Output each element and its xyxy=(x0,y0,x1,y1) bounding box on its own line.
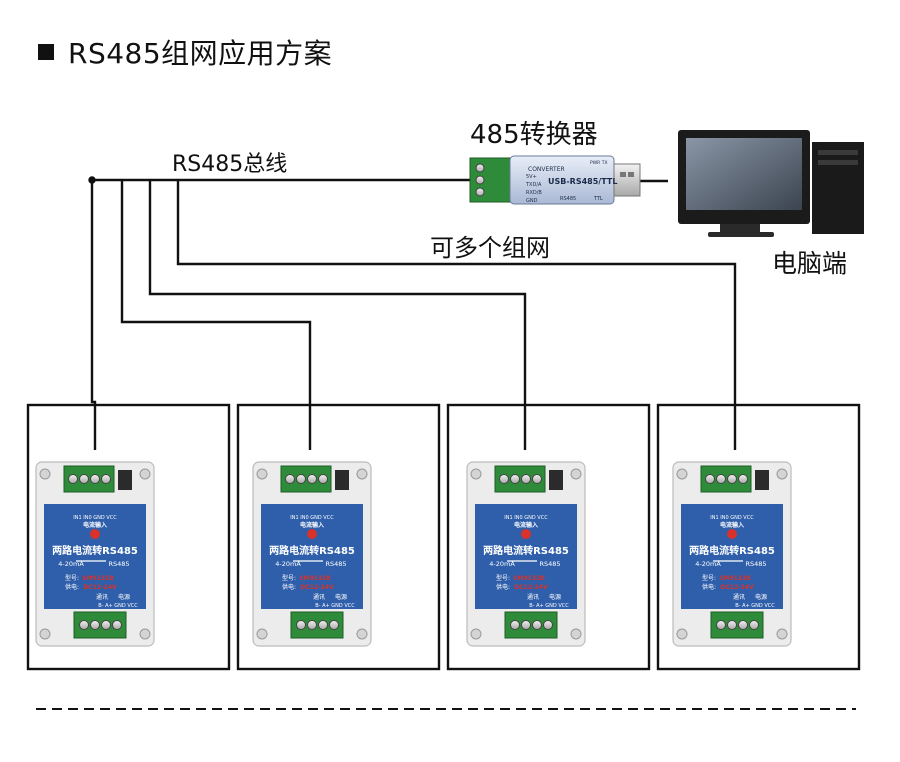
module-3-power: DC12-24V xyxy=(514,584,548,591)
bus-wiring xyxy=(88,176,737,450)
module-3-name: 两路电流转RS485 xyxy=(483,544,569,557)
converter-model: USB-RS485/TTL xyxy=(548,177,617,186)
module-2-input-header: IN1 IN0 GND VCC xyxy=(290,515,334,521)
module-3-bottom-header: B- A+ GND VCC xyxy=(529,603,569,609)
module-2-bottom-header: B- A+ GND VCC xyxy=(315,603,355,609)
pc-icon xyxy=(678,130,864,237)
module-frame-3 xyxy=(446,403,651,671)
converter-tag-3: RS485 xyxy=(560,196,576,202)
module-1-input-label: 电流输入 xyxy=(83,521,107,529)
module-2-protocol: RS485 xyxy=(325,560,346,568)
converter-tag-2: TTL xyxy=(593,196,603,202)
module-2-power-label: 供电: xyxy=(282,583,296,591)
module-3-range: 4-20mA xyxy=(489,560,515,568)
module-3-power-section-label: 电源 xyxy=(549,593,561,601)
module-2-power: DC12-24V xyxy=(300,584,334,591)
module-1-input-header: IN1 IN0 GND VCC xyxy=(73,515,117,521)
module-4-model-label: 型号: xyxy=(702,574,716,582)
module-3-protocol: RS485 xyxy=(539,560,560,568)
module-1-protocol: RS485 xyxy=(108,560,129,568)
module-2-power-section-label: 电源 xyxy=(335,593,347,601)
pc-label: 电脑端 xyxy=(772,249,848,278)
module-1-model-label: 型号: xyxy=(65,574,79,582)
module-2-comm-label: 通讯 xyxy=(313,593,325,601)
converter-pin-1: 5V+ xyxy=(526,174,537,180)
module-1-name: 两路电流转RS485 xyxy=(52,544,138,557)
multi-network-label: 可多个组网 xyxy=(430,234,550,262)
page-title: RS485组网应用方案 xyxy=(68,37,333,70)
usb-converter-icon xyxy=(469,155,641,205)
module-1-model: SM9132B xyxy=(82,575,114,582)
module-1-power: DC12-24V xyxy=(83,584,117,591)
module-2-range: 4-20mA xyxy=(275,560,301,568)
module-4-model: SM9132B xyxy=(719,575,751,582)
bus-drop-3 xyxy=(148,180,527,450)
title-block: RS485组网应用方案 xyxy=(38,32,332,72)
bus-drop-4 xyxy=(176,180,737,450)
converter-brand: CONVERTER xyxy=(528,166,565,173)
bus-drop-2 xyxy=(120,180,312,450)
module-4-power-label: 供电: xyxy=(702,583,716,591)
converter-label: 485转换器 xyxy=(470,120,598,150)
module-frame-1 xyxy=(26,403,231,671)
module-2-model: SM9132B xyxy=(299,575,331,582)
module-1-power-section-label: 电源 xyxy=(118,593,130,601)
module-4-bottom-header: B- A+ GND VCC xyxy=(735,603,775,609)
converter-pin-2: TXD/A xyxy=(525,182,542,188)
converter-tag-1: PWR TX xyxy=(590,160,608,166)
module-4-protocol: RS485 xyxy=(745,560,766,568)
module-3-input-label: 电流输入 xyxy=(514,521,538,529)
module-4-power: DC12-24V xyxy=(720,584,754,591)
module-3-model-label: 型号: xyxy=(496,574,510,582)
title-bullet-icon xyxy=(38,44,54,60)
module-1-comm-label: 通讯 xyxy=(96,593,108,601)
bus-label: RS485总线 xyxy=(172,152,288,177)
module-2-input-label: 电流输入 xyxy=(300,521,324,529)
module-4-power-section-label: 电源 xyxy=(755,593,767,601)
module-3-power-label: 供电: xyxy=(496,583,510,591)
module-frame-2 xyxy=(236,403,441,671)
module-4-range: 4-20mA xyxy=(695,560,721,568)
module-4-comm-label: 通讯 xyxy=(733,593,745,601)
module-1-power-label: 供电: xyxy=(65,583,79,591)
module-3-model: SM9132B xyxy=(513,575,545,582)
module-3-comm-label: 通讯 xyxy=(527,593,539,601)
module-3-input-header: IN1 IN0 GND VCC xyxy=(504,515,548,521)
module-frame-4 xyxy=(656,403,861,671)
converter-pin-3: RXD/B xyxy=(526,190,542,196)
module-2-name: 两路电流转RS485 xyxy=(269,544,355,557)
module-4-input-label: 电流输入 xyxy=(720,521,744,529)
converter-pin-4: GND xyxy=(526,198,538,204)
module-1-bottom-header: B- A+ GND VCC xyxy=(98,603,138,609)
bus-drop-1 xyxy=(90,180,97,450)
module-4-input-header: IN1 IN0 GND VCC xyxy=(710,515,754,521)
module-2-model-label: 型号: xyxy=(282,574,296,582)
module-4-name: 两路电流转RS485 xyxy=(689,544,775,557)
module-1-range: 4-20mA xyxy=(58,560,84,568)
